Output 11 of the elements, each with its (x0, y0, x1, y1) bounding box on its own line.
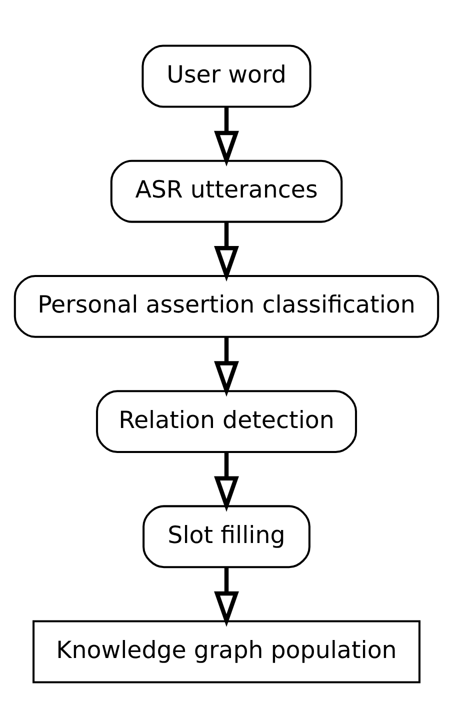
arrow (214, 338, 239, 397)
node-box: Slot filling (142, 505, 310, 568)
arrow (214, 222, 239, 282)
node-box: Knowledge graph population (32, 620, 420, 684)
arrow (214, 568, 239, 627)
node-box: Relation detection (96, 390, 357, 454)
arrow (214, 452, 239, 512)
node-box: User word (142, 44, 312, 108)
node-box: ASR utterances (110, 160, 343, 223)
arrow (214, 107, 239, 167)
node-box: Personal assertion classification (14, 274, 440, 338)
